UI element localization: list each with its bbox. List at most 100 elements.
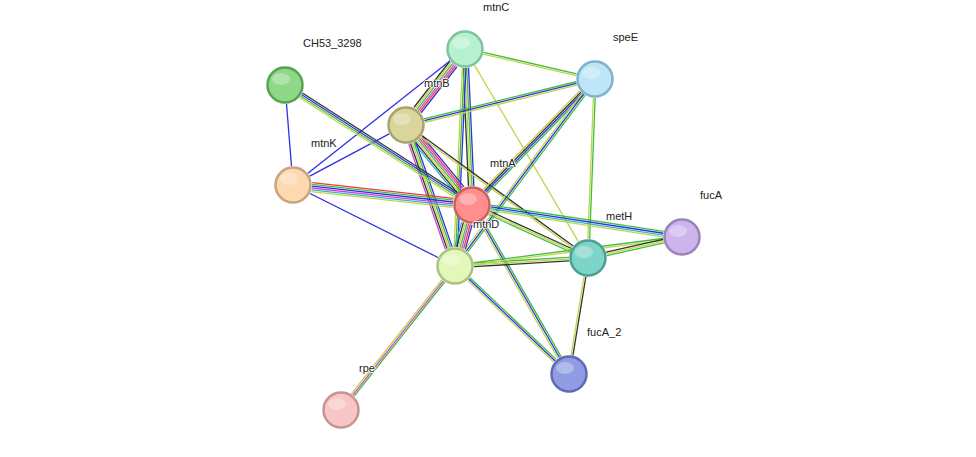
evidence-line [483, 221, 561, 357]
node-disc [552, 357, 587, 392]
interaction-edge [483, 91, 583, 194]
interaction-edge [606, 239, 664, 255]
protein-node: fucA_2 [550, 355, 588, 393]
protein-label: mtnB [424, 76, 450, 90]
evidence-line [302, 93, 457, 192]
interaction-edge [310, 134, 389, 176]
protein-circle [576, 60, 614, 98]
evidence-line [481, 221, 559, 357]
interaction-edge [310, 193, 438, 257]
protein-circle [446, 30, 484, 68]
node-highlight [280, 173, 298, 185]
node-highlight [669, 225, 687, 237]
protein-circle [266, 66, 304, 104]
evidence-line [484, 52, 577, 73]
node-disc [455, 188, 490, 223]
evidence-line [300, 98, 455, 197]
node-highlight [582, 67, 600, 79]
interaction-edge [421, 135, 573, 247]
evidence-line [573, 277, 586, 355]
protein-circle [436, 247, 474, 285]
evidence-line [465, 93, 582, 250]
protein-node: speE [576, 60, 614, 98]
node-disc [389, 108, 424, 143]
evidence-line [485, 92, 581, 191]
evidence-line [474, 239, 663, 263]
interaction-edge [414, 61, 457, 113]
node-disc [578, 62, 613, 97]
evidence-line [466, 94, 583, 251]
evidence-line [420, 66, 456, 112]
interaction-edge [351, 280, 444, 396]
node-disc [438, 249, 473, 284]
interaction-edge [311, 183, 453, 208]
evidence-line [491, 209, 663, 235]
interaction-edge [490, 205, 663, 237]
protein-label: fucA_2 [587, 325, 621, 339]
node-highlight [272, 73, 290, 85]
evidence-line [474, 240, 663, 264]
evidence-line [417, 63, 453, 109]
protein-circle [387, 106, 425, 144]
protein-label: speE [613, 30, 638, 44]
node-disc [448, 32, 483, 67]
evidence-line [354, 282, 444, 396]
protein-circle [569, 239, 607, 277]
protein-circle [274, 166, 312, 204]
evidence-line [416, 62, 452, 108]
evidence-line [424, 83, 576, 120]
protein-node: rpe [322, 391, 360, 429]
evidence-line [607, 243, 664, 256]
protein-label: mtnK [311, 136, 337, 150]
protein-label: rpe [359, 361, 375, 375]
evidence-line [310, 193, 438, 257]
protein-node: CH53_3298 [266, 66, 304, 104]
evidence-line [310, 134, 389, 176]
protein-node: mtnK [274, 166, 312, 204]
evidence-line [607, 241, 664, 254]
protein-circle [663, 218, 701, 256]
node-highlight [328, 398, 346, 410]
evidence-line [606, 239, 663, 252]
protein-node: mtnD [436, 247, 474, 285]
node-disc [268, 68, 303, 103]
node-highlight [459, 193, 477, 205]
evidence-line [468, 95, 585, 252]
evidence-line [312, 190, 453, 206]
protein-circle [550, 355, 588, 393]
interaction-edge [465, 93, 585, 252]
protein-node: mtnC [446, 30, 484, 68]
evidence-line [421, 137, 572, 248]
protein-label: fucA [700, 188, 722, 202]
interaction-edge [571, 277, 586, 356]
evidence-line [480, 222, 558, 358]
node-disc [276, 168, 311, 203]
evidence-line [312, 188, 453, 204]
evidence-line [474, 261, 569, 267]
evidence-line [483, 91, 579, 190]
interaction-edge [480, 221, 561, 359]
evidence-line [470, 278, 556, 360]
interaction-edge [474, 239, 664, 265]
interaction-edge [483, 52, 576, 75]
protein-label: mtnC [483, 0, 509, 14]
node-highlight [452, 37, 470, 49]
interaction-edge [468, 278, 557, 362]
protein-label: CH53_3298 [303, 36, 362, 50]
evidence-line [489, 215, 570, 252]
evidence-line [421, 67, 457, 113]
evidence-line [351, 280, 441, 394]
node-highlight [393, 113, 411, 125]
protein-label: mtnA [490, 156, 516, 170]
evidence-line [287, 104, 292, 166]
evidence-line [469, 279, 555, 361]
node-highlight [575, 246, 593, 258]
protein-node: metH [569, 239, 607, 277]
protein-node: fucA [663, 218, 701, 256]
node-disc [571, 241, 606, 276]
interaction-edge [455, 222, 472, 249]
evidence-line [486, 93, 582, 192]
interaction-edge [300, 93, 458, 197]
